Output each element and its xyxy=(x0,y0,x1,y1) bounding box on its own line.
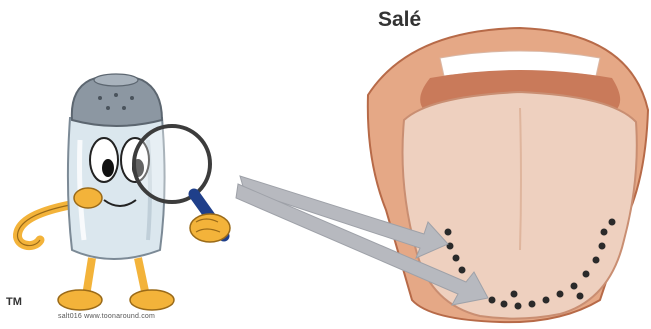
image-credit: salt016 www.toonaround.com xyxy=(58,313,155,320)
trademark-label: TM xyxy=(6,296,22,308)
tongue-illustration xyxy=(368,28,648,322)
